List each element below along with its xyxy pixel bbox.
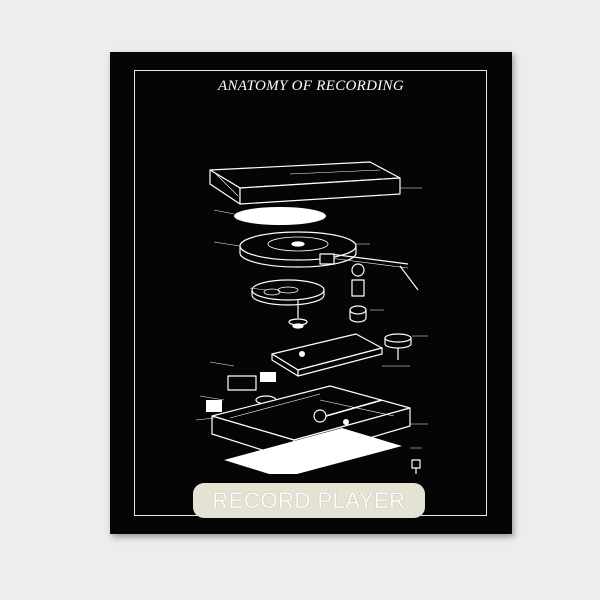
spindle-part — [288, 300, 308, 329]
pulley-part — [251, 279, 325, 306]
poster-title: ANATOMY OF RECORDING — [218, 78, 404, 94]
motor-part — [206, 372, 301, 412]
mat-part — [234, 207, 326, 225]
dust-cover-part — [209, 161, 401, 205]
knob-part — [384, 333, 412, 360]
bottom-panel-part — [224, 428, 402, 474]
record-player-text: RECORD PLAYER — [212, 487, 406, 513]
top-plate-part — [271, 333, 383, 377]
exploded-diagram — [195, 161, 428, 474]
record-player-label: RECORD PLAYER — [193, 483, 425, 518]
tonearm-part — [319, 253, 419, 323]
foot-part — [411, 459, 421, 474]
callouts — [195, 187, 428, 449]
platter-part — [239, 231, 357, 268]
canvas-print: ANATOMY OF RECORDING — [110, 52, 512, 534]
